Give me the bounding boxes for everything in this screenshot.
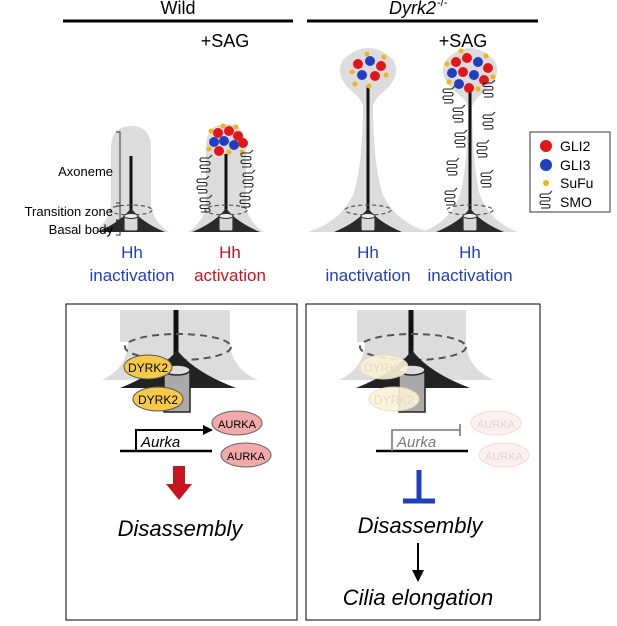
legend-swatch-gli2 (540, 140, 552, 152)
state-2-desc: activation (194, 266, 266, 285)
legend-label-gli2: GLI2 (560, 138, 591, 154)
panel-wild: DYRK2 DYRK2 AURKA AURKA Aurka Disassembl… (65, 303, 298, 621)
legend-swatch-gli3 (540, 159, 552, 171)
dyrk2-top-label-faded: DYRK2 (364, 361, 404, 375)
aurka-label-1-faded: AURKA (477, 419, 516, 431)
dyrk2-top-label: DYRK2 (128, 361, 168, 375)
wild-header: Wild (161, 0, 196, 18)
dyrk2-bottom-label-faded: DYRK2 (374, 393, 414, 407)
sag-label-wild: +SAG (201, 31, 250, 51)
legend-label-sufu: SuFu (560, 175, 593, 191)
aurka-blob-1 (211, 410, 263, 436)
legend: GLI2 GLI3 SuFu SMO (529, 131, 611, 213)
aurka-label-2: AURKA (227, 451, 266, 463)
legend-label-gli3: GLI3 (560, 157, 591, 173)
dyrk2-bottom-blob (132, 386, 184, 412)
basal-body-label: Basal body (49, 222, 114, 237)
aurka-blob-1-faded (470, 410, 522, 436)
aurka-blob-2-faded (478, 442, 530, 468)
state-3-hh: Hh (357, 243, 379, 262)
cilium-wild-activated (188, 123, 264, 233)
aurka-blob-2 (220, 442, 272, 468)
dyrk2-top-blob (123, 354, 173, 380)
cilium-mutant-sag (422, 48, 518, 233)
transition-zone-label: Transition zone (25, 204, 113, 219)
promoter-arrow (135, 429, 205, 451)
mutant-header-superscript: -/- (437, 0, 448, 9)
disassembly-label-wild: Disassembly (118, 516, 245, 541)
aurka-label-1: AURKA (218, 419, 257, 431)
aurka-gene-label-mutant: Aurka (396, 434, 436, 451)
disassembly-label-mutant: Disassembly (358, 513, 485, 538)
cilia-elongation-label: Cilia elongation (343, 585, 493, 610)
dyrk2-bottom-label: DYRK2 (138, 393, 178, 407)
aurka-gene-label: Aurka (140, 434, 180, 451)
dyrk2-top-blob-faded (359, 354, 409, 380)
structure-labels: Axoneme Transition zone Basal body (25, 131, 121, 237)
panel-mutant: DYRK2 DYRK2 AURKA AURKA Aurka Disassembl… (305, 303, 541, 621)
activation-arrow (166, 466, 192, 500)
state-3-desc: inactivation (325, 266, 410, 285)
legend-label-smo: SMO (560, 194, 592, 210)
legend-swatch-sufu (543, 180, 549, 186)
aurka-label-2-faded: AURKA (485, 451, 524, 463)
promoter-inhibited (391, 429, 460, 451)
state-4-hh: Hh (459, 243, 481, 262)
state-1-hh: Hh (121, 243, 143, 262)
dyrk2-bottom-blob-faded (368, 386, 420, 412)
cilium-wild-inactive (93, 126, 169, 233)
cilium-mutant-inactive (308, 48, 428, 233)
mutant-header: Dyrk2 (389, 0, 436, 18)
axoneme-label: Axoneme (58, 164, 113, 179)
state-4-desc: inactivation (427, 266, 512, 285)
state-1-desc: inactivation (89, 266, 174, 285)
state-2-hh: Hh (219, 243, 241, 262)
sag-label-mutant: +SAG (439, 31, 488, 51)
